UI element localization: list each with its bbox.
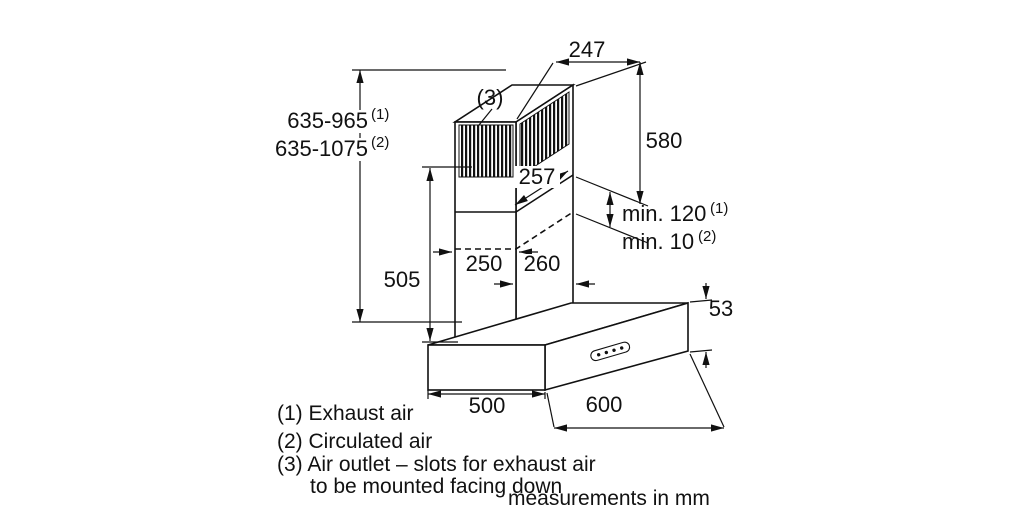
label-masks (271, 110, 564, 275)
chimney-duct (452, 83, 576, 344)
legend-exhaust-air: (1) Exhaust air (277, 402, 414, 425)
control-button-icon (596, 353, 601, 357)
dim-250-label: 250 (466, 251, 503, 276)
dim-505-label: 505 (384, 267, 421, 292)
dim-600-label: 600 (586, 392, 623, 417)
control-button-icon (604, 350, 609, 355)
air-outlet-slots-front (458, 124, 514, 178)
legend: (1) Exhaust air (2) Circulated air (3) A… (277, 402, 710, 510)
dim-min120-ref: (1) (710, 200, 728, 217)
canopy-side-face (427, 344, 546, 391)
control-panel (590, 341, 631, 362)
control-button-icon (612, 348, 616, 352)
telescopic-dashed-line (455, 211, 574, 250)
dimension-labels: 247 635-965 (1) 635-1075 (2) 580 257 min… (275, 37, 733, 418)
air-outlet-slots-side (519, 91, 570, 177)
control-button-icon (620, 346, 624, 350)
legend-units-note: measurements in mm (508, 487, 710, 510)
dim-min10-label: min. 10 (622, 229, 694, 254)
dim-580-label: 580 (646, 128, 683, 153)
dim-53-label: 53 (709, 296, 733, 321)
control-panel-strip (590, 341, 631, 362)
dim-260-label: 260 (524, 251, 561, 276)
dim-257-label: 257 (519, 164, 556, 189)
legend-air-outlet-line2: to be mounted facing down (310, 475, 562, 498)
extension-lines (352, 61, 725, 428)
legend-circulated-air: (2) Circulated air (277, 430, 432, 453)
legend-air-outlet-line1: (3) Air outlet – slots for exhaust air (277, 453, 596, 476)
dim-min120-label: min. 120 (622, 201, 706, 226)
hood-canopy (427, 301, 689, 392)
dim-height-exhaust-label: 635-965 (287, 108, 368, 133)
dim-height-exhaust-ref: (1) (371, 106, 389, 123)
dim-500-label: 500 (469, 393, 506, 418)
dim-247-label: 247 (569, 37, 606, 62)
air-outlet-ref-label: (3) (477, 85, 504, 110)
dim-height-circulated-ref: (2) (371, 134, 389, 151)
dim-height-circulated-label: 635-1075 (275, 136, 368, 161)
dim-min10-ref: (2) (698, 228, 716, 245)
air-outlet-leader-line (478, 108, 493, 126)
